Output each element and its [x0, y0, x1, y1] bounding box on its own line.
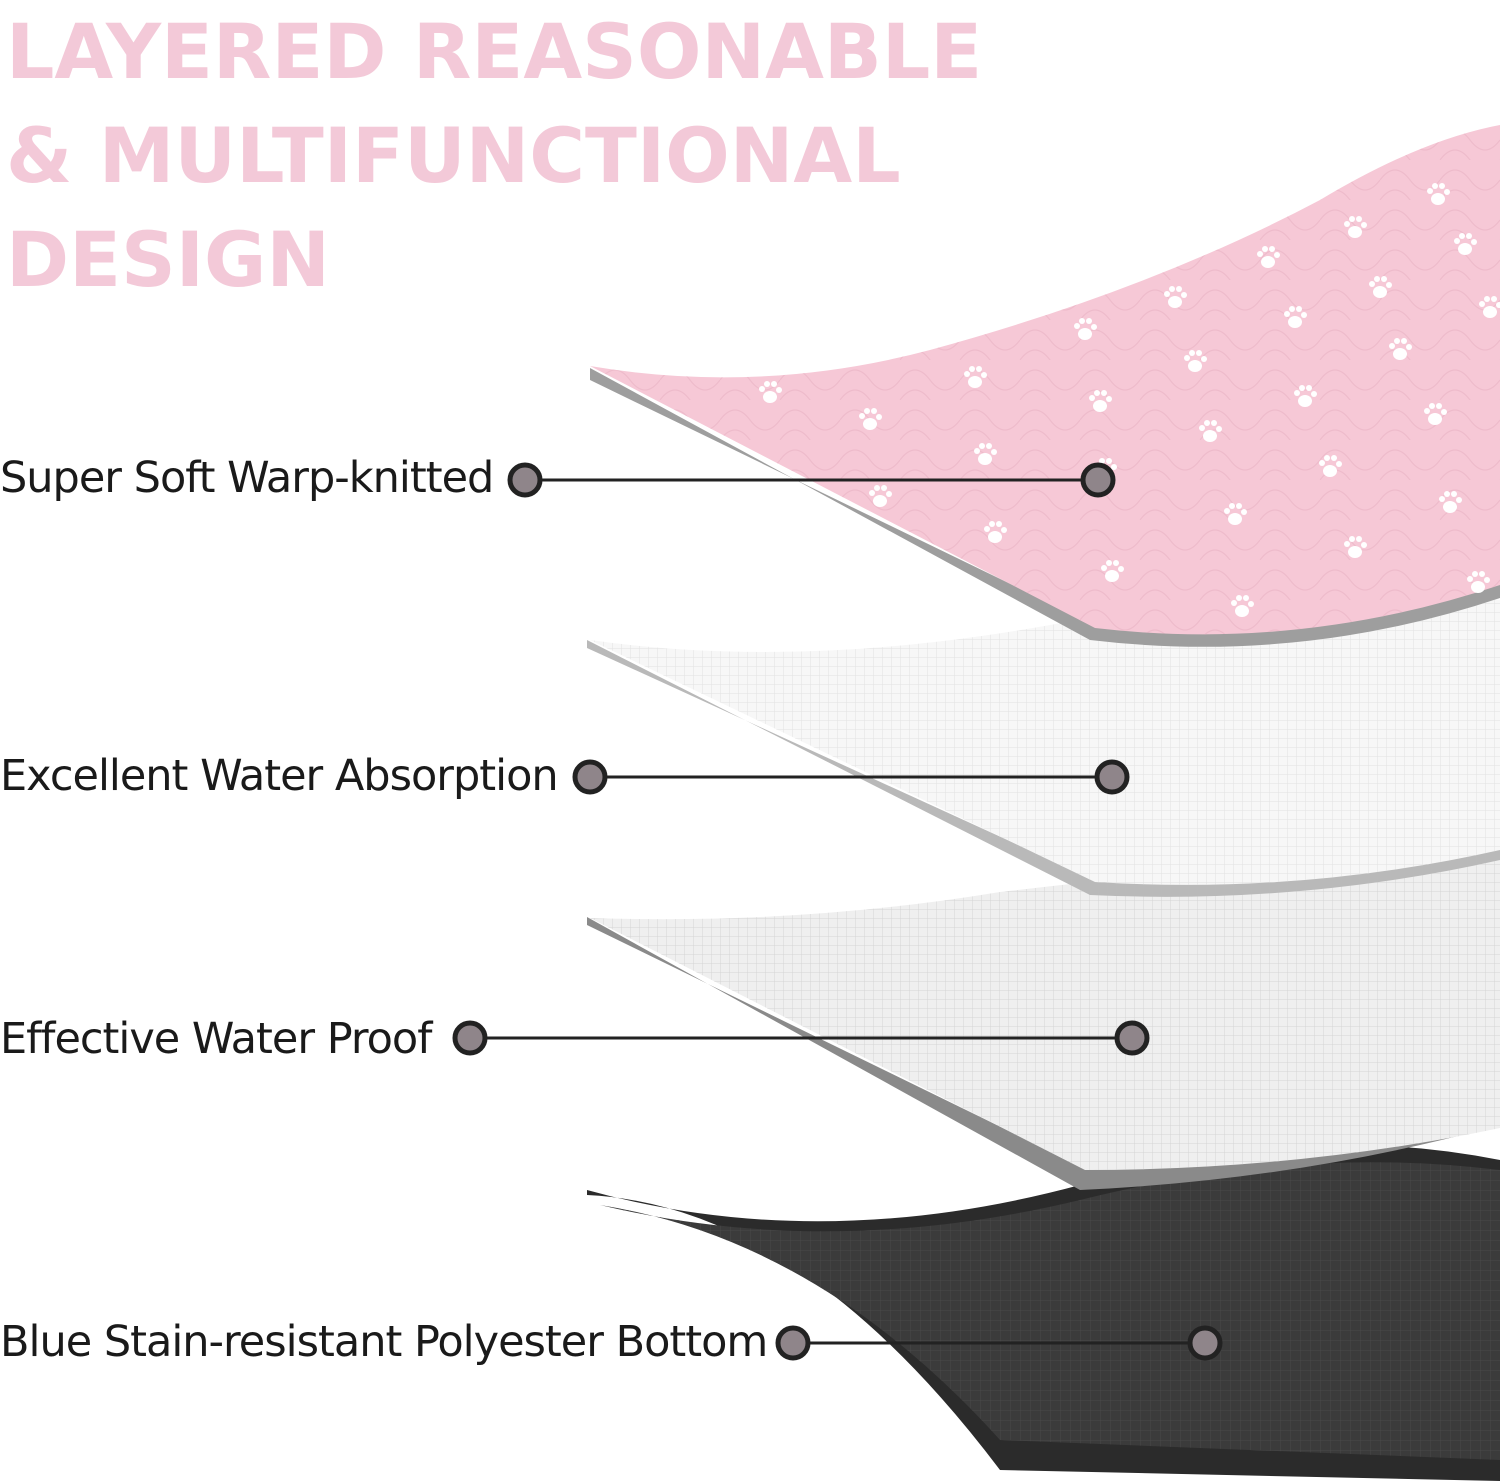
callout-dot-start	[452, 1020, 488, 1056]
callout-1	[507, 462, 1116, 498]
layer-top-warp-knitted	[590, 125, 1500, 647]
layer-bottom-polyester	[587, 1144, 1500, 1481]
layer-label-absorption: Excellent Water Absorption	[0, 751, 559, 801]
callout-dot-end	[1094, 759, 1130, 795]
title-line-2: & MULTIFUNCTIONAL	[6, 111, 901, 200]
callout-2	[572, 759, 1130, 795]
callout-dot-end	[1187, 1325, 1223, 1361]
layer-absorption	[587, 593, 1500, 897]
layer-label-polyester-bottom: Blue Stain-resistant Polyester Bottom	[0, 1317, 768, 1367]
layer-label-waterproof: Effective Water Proof	[0, 1014, 432, 1064]
page-title: LAYERED REASONABLE & MULTIFUNCTIONAL DES…	[6, 0, 982, 312]
callout-dot-end	[1114, 1020, 1150, 1056]
callout-3	[452, 1020, 1150, 1056]
callout-4	[775, 1325, 1223, 1361]
title-line-3: DESIGN	[6, 215, 331, 304]
title-line-1: LAYERED REASONABLE	[6, 7, 983, 96]
layer-label-warp-knitted: Super Soft Warp-knitted	[0, 453, 494, 503]
callout-dot-start	[572, 759, 608, 795]
callout-dot-end	[1080, 462, 1116, 498]
layer-waterproof	[587, 840, 1500, 1190]
callout-dot-start	[507, 462, 543, 498]
callout-dot-start	[775, 1325, 811, 1361]
